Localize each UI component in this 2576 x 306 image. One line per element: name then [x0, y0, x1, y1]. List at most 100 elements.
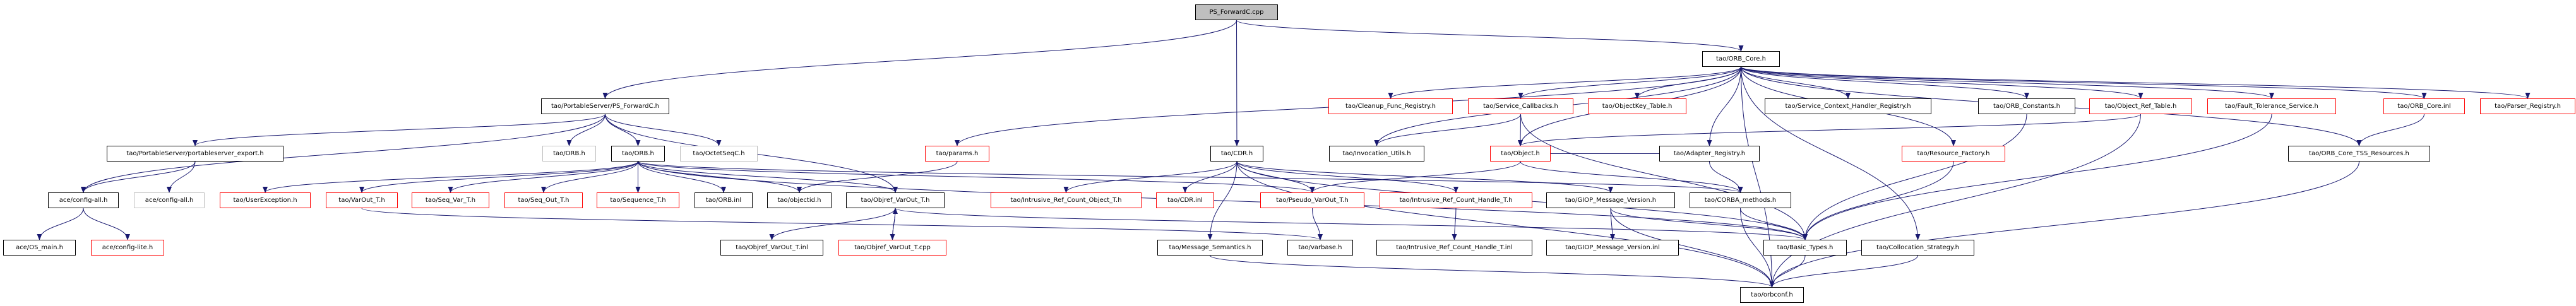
node-cfg-all[interactable]: ace/config-all.h: [48, 192, 119, 208]
edge-orb_h-to-objref_varout_h: [638, 161, 898, 193]
node-pse-export[interactable]: tao/PortableServer/portableserver_export…: [107, 146, 283, 162]
node-root[interactable]: PS_ForwardC.cpp: [1195, 4, 1278, 20]
node-giop-ver-h[interactable]: tao/GIOP_Message_Version.h: [1546, 192, 1675, 208]
node-os-main[interactable]: ace/OS_main.h: [3, 240, 76, 256]
node-irc-object-t[interactable]: tao/Intrusive_Ref_Count_Object_T.h: [991, 192, 1142, 208]
node-cleanup[interactable]: tao/Cleanup_Func_Registry.h: [1328, 98, 1453, 114]
node-orb-h[interactable]: tao/ORB.h: [611, 146, 665, 162]
node-objkey-tbl[interactable]: tao/ObjectKey_Table.h: [1588, 98, 1686, 114]
edge-cdr_h-to-cdr_inl: [1183, 161, 1237, 193]
edge-orb_core_h-to-orb_consts: [1741, 66, 2029, 99]
node-objref-varout-cpp[interactable]: tao/Objref_VarOut_T.cpp: [838, 240, 946, 256]
edge-orb_h-to-varout_t: [359, 161, 638, 193]
node-msg-semantics[interactable]: tao/Message_Semantics.h: [1157, 240, 1263, 256]
edge-cfg_all-to-cfg_lite: [83, 208, 130, 240]
node-orb-core-h[interactable]: tao/ORB_Core.h: [1702, 51, 1780, 67]
node-varout-t[interactable]: tao/VarOut_T.h: [326, 192, 398, 208]
edge-orb_core_inl-to-tss_res: [2356, 114, 2424, 146]
node-orb-inl[interactable]: tao/ORB.inl: [695, 192, 753, 208]
node-invoc-utils[interactable]: tao/Invocation_Utils.h: [1329, 146, 1424, 162]
node-basic-types[interactable]: tao/Basic_Types.h: [1763, 240, 1847, 256]
node-objectid[interactable]: tao/objectid.h: [767, 192, 832, 208]
node-adapter-reg[interactable]: tao/Adapter_Registry.h: [1659, 146, 1760, 162]
node-params[interactable]: tao/params.h: [925, 146, 989, 162]
edge-resource_fac-to-basic_types: [1803, 161, 1954, 240]
node-parser-reg[interactable]: tao/Parser_Registry.h: [2480, 98, 2575, 114]
node-varbase[interactable]: tao/varbase.h: [1287, 240, 1353, 256]
edge-orb_consts-to-basic_types: [1803, 114, 2027, 240]
node-corba-methods[interactable]: tao/CORBA_methods.h: [1690, 192, 1791, 208]
edge-svc_cb-to-object_h: [1518, 114, 1524, 146]
edge-objref_tbl-to-object_h: [1518, 114, 2141, 146]
node-objref-varout-inl[interactable]: tao/Objref_VarOut_T.inl: [720, 240, 823, 256]
edge-orb_core_h-to-cleanup: [1388, 66, 1741, 99]
node-seq-out-t[interactable]: tao/Seq_Out_T.h: [504, 192, 583, 208]
node-orb-consts[interactable]: tao/ORB_Constants.h: [1978, 98, 2075, 114]
node-resource-fac[interactable]: tao/Resource_Factory.h: [1902, 146, 2005, 162]
node-cfg-all-ext[interactable]: ace/config-all.h: [134, 192, 205, 208]
edge-objref_varout_h-to-basic_types: [895, 208, 1808, 240]
edge-orb_core_h-to-objref_tbl: [1741, 66, 2144, 99]
node-objref-tbl[interactable]: tao/Object_Ref_Table.h: [2089, 98, 2192, 114]
edge-orb_core_h-to-parser_reg: [1741, 66, 2531, 99]
edge-corba_methods-to-basic_types: [1740, 208, 1808, 240]
node-ps-forwardc-h[interactable]: tao/PortableServer/PS_ForwardC.h: [541, 98, 669, 114]
edge-ps_forwardc_h-to-cfg_all: [81, 114, 605, 193]
edge-objref_tbl-to-orbconf: [1769, 114, 2141, 288]
edge-cdr_h-to-pseudo_varout: [1236, 161, 1315, 193]
edge-orb_core_h-to-fault_tol: [1741, 66, 2274, 99]
edge-orb_h-to-basic_types: [638, 161, 1808, 240]
node-fault-tol[interactable]: tao/Fault_Tolerance_Service.h: [2207, 98, 2336, 114]
edge-cdr_h-to-msg_semantics: [1207, 161, 1237, 240]
edge-ps_forwardc_h-to-orb_h: [605, 114, 641, 146]
node-orb-core-inl[interactable]: tao/ORB_Core.inl: [2383, 98, 2465, 114]
edge-adapter_reg-to-corba_methods: [1709, 161, 1743, 193]
node-orbconf[interactable]: tao/orbconf.h: [1740, 287, 1804, 303]
edge-pseudo_varout-to-varbase: [1312, 208, 1323, 240]
edge-object_h-to-pseudo_varout: [1309, 161, 1521, 193]
edge-giop_ver_h-to-orbconf: [1610, 208, 1775, 288]
edge-orb_h-to-pseudo_varout: [638, 161, 1315, 193]
edge-cfg_all-to-os_main: [37, 208, 84, 240]
edge-orb_h-to-user_exc: [263, 161, 638, 193]
node-cfg-lite[interactable]: ace/config-lite.h: [91, 240, 164, 256]
node-objref-varout-h[interactable]: tao/Objref_VarOut_T.h: [846, 192, 945, 208]
edge-msg_semantics-to-orbconf: [1210, 255, 1775, 288]
edge-object_h-to-corba_methods: [1520, 161, 1743, 193]
node-irc-handle-h[interactable]: tao/Intrusive_Ref_Count_Handle_T.h: [1380, 192, 1532, 208]
node-tss-res[interactable]: tao/ORB_Core_TSS_Resources.h: [2288, 146, 2430, 162]
edge-orb_core_h-to-colloc_strat: [1741, 66, 1921, 240]
edge-cdr_h-to-irc_object_t: [1063, 161, 1237, 193]
edge-svc_cb-to-invoc_utils: [1374, 114, 1521, 146]
node-svc-cb[interactable]: tao/Service_Callbacks.h: [1468, 98, 1573, 114]
node-user-exc[interactable]: tao/UserException.h: [220, 192, 311, 208]
edge-corba_methods-to-orbconf: [1740, 208, 1775, 288]
node-colloc-strat[interactable]: tao/Collocation_Strategy.h: [1861, 240, 1974, 256]
edge-tss_res-to-orbconf: [1769, 161, 2359, 288]
node-seq-var-t[interactable]: tao/Seq_Var_T.h: [412, 192, 489, 208]
node-irc-handle-inl[interactable]: tao/Intrusive_Ref_Count_Handle_T.inl: [1376, 240, 1532, 256]
node-giop-ver-inl[interactable]: tao/GIOP_Message_Version.inl: [1546, 240, 1679, 256]
edge-orb_h-to-seq_var_t: [448, 161, 638, 193]
node-pseudo-varout[interactable]: tao/Pseudo_VarOut_T.h: [1260, 192, 1364, 208]
node-octetseqc[interactable]: tao/OctetSeqC.h: [680, 146, 758, 162]
edge-orb_core_h-to-svc_ctx: [1741, 66, 1851, 99]
node-orb-h-ext[interactable]: tao/ORB.h: [542, 146, 596, 162]
edge-irc_handle_h-to-irc_handle_inl: [1452, 208, 1457, 240]
edge-ps_forwardc_h-to-octetseqc: [605, 114, 722, 146]
node-cdr-inl[interactable]: tao/CDR.inl: [1156, 192, 1214, 208]
edge-ps_forwardc_h-to-orb_h_ext: [566, 114, 605, 146]
node-cdr-h[interactable]: tao/CDR.h: [1210, 146, 1263, 162]
edge-params-to-objectid: [797, 161, 958, 193]
edge-fault_tol-to-basic_types: [1803, 114, 2272, 240]
edge-ps_forwardc_h-to-pse_export: [193, 114, 605, 146]
node-sequence-t[interactable]: tao/Sequence_T.h: [597, 192, 679, 208]
edge-orb_core_h-to-orb_core_inl: [1741, 66, 2427, 99]
edge-orb_core_h-to-objkey_tbl: [1635, 66, 1741, 99]
edge-svc_cb-to-basic_types: [1520, 114, 1808, 240]
edge-giop_ver_h-to-giop_ver_inl: [1609, 208, 1615, 240]
node-svc-ctx[interactable]: tao/Service_Context_Handler_Registry.h: [1765, 98, 1931, 114]
node-object-h[interactable]: tao/Object.h: [1490, 146, 1551, 162]
edge-orb_h-to-seq_out_t: [541, 161, 638, 193]
